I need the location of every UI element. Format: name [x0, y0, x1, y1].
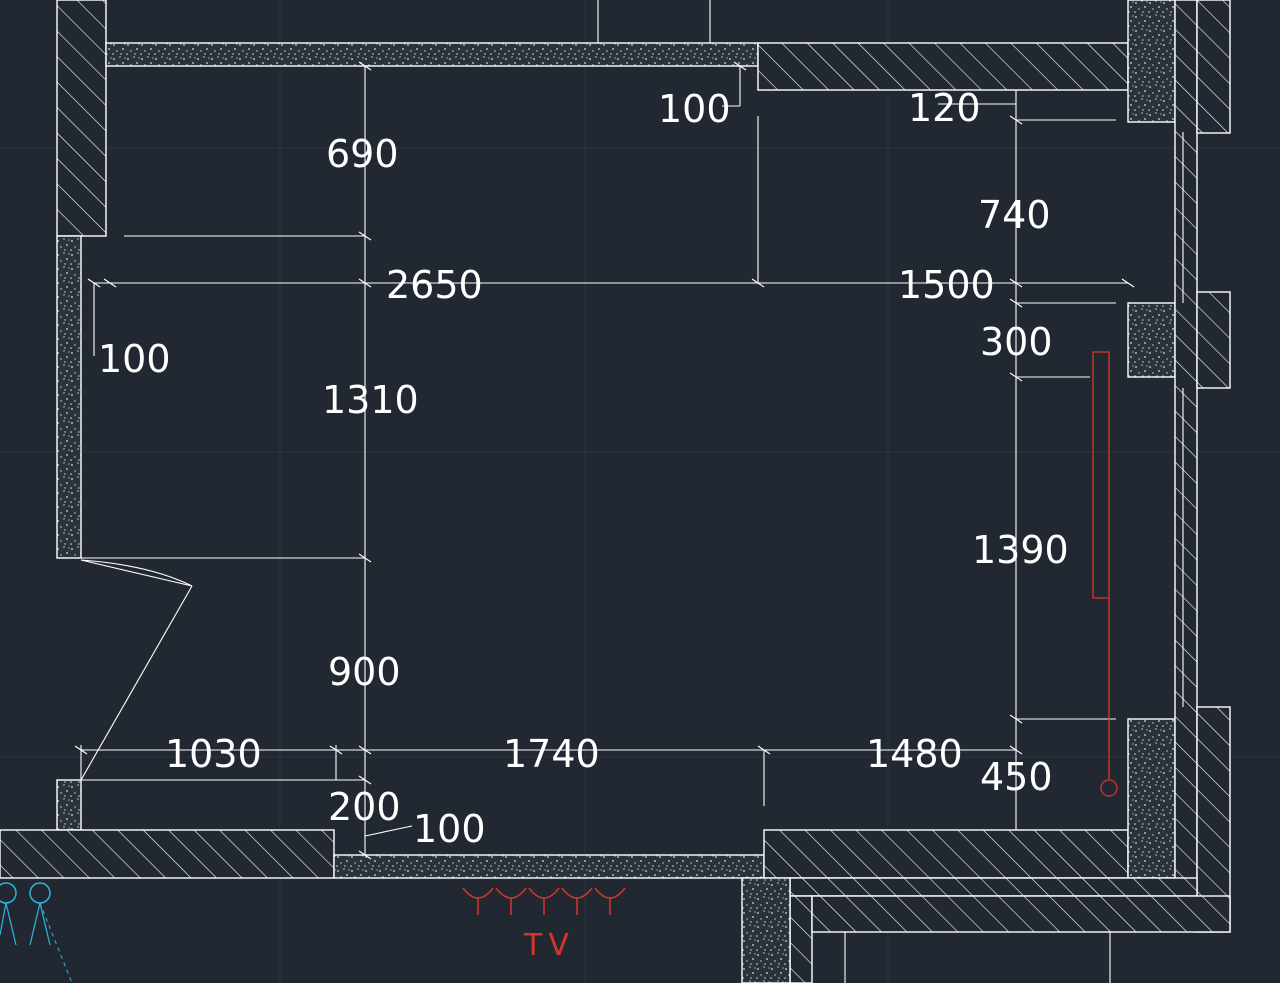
door-swing: [80, 559, 193, 781]
walls: [0, 0, 1231, 983]
light-fixture-icon: [0, 882, 73, 983]
dim-200: 200: [328, 785, 401, 829]
dimension-lines: [74, 61, 1135, 860]
tv-socket-icons: [462, 887, 626, 915]
dim-1030: 1030: [165, 732, 262, 776]
dim-100-left: 100: [98, 337, 171, 381]
tv-label: TV: [523, 928, 575, 963]
dim-1740: 1740: [503, 732, 600, 776]
radiator-fixture: [1092, 351, 1118, 797]
dim-450: 450: [980, 755, 1053, 799]
dim-120: 120: [908, 86, 981, 130]
dimension-labels: 690 100 120 740 2650 1500 300 100 1310 1…: [98, 86, 1069, 963]
dim-740: 740: [978, 193, 1051, 237]
dim-1390: 1390: [972, 528, 1069, 572]
dim-690: 690: [326, 132, 399, 176]
dim-2650: 2650: [386, 263, 483, 307]
dim-1310: 1310: [322, 378, 419, 422]
dim-1480: 1480: [866, 732, 963, 776]
dim-900: 900: [328, 650, 401, 694]
dim-100-top: 100: [658, 87, 731, 131]
dim-300: 300: [980, 320, 1053, 364]
dim-1500: 1500: [898, 263, 995, 307]
dim-100-bottom: 100: [413, 807, 486, 851]
